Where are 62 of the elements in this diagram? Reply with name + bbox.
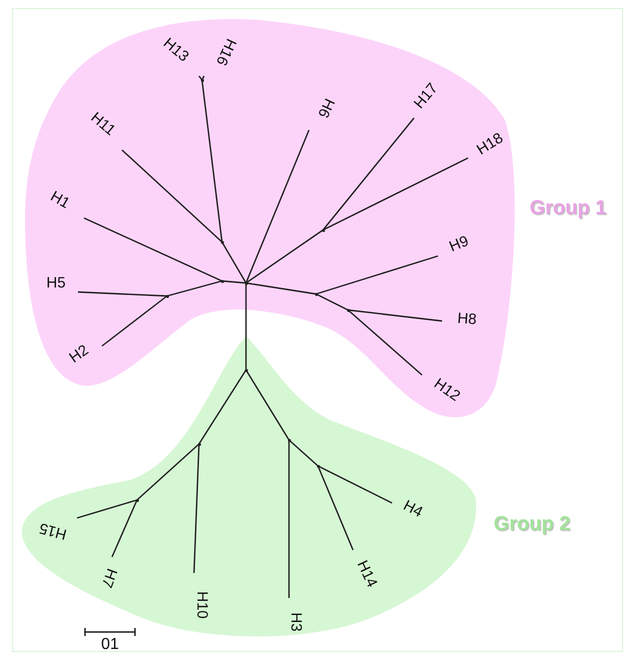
tree-branch [246,282,316,295]
leaf-label: H7 [98,566,120,590]
tree-branch [78,291,168,297]
tree-branch [316,293,348,311]
tree-branch [201,76,205,80]
leaf-label: H1 [48,188,72,212]
tree-branch [245,283,247,370]
tree-branch [316,255,438,295]
group-label: Group 1 [530,198,606,218]
tree-branch [198,370,247,444]
branch-point [200,78,204,82]
tree-branch [136,443,200,501]
leaf-label: H12 [431,376,463,404]
branch-point [166,294,168,298]
tree-branch [201,80,223,242]
branch-point [136,498,138,502]
tree-branch [245,370,290,440]
tree-branch [193,444,200,574]
leaf-label: H5 [46,276,66,290]
tree-branch [102,295,168,347]
leaf-label: H8 [456,310,478,328]
leaf-label: H18 [474,130,506,158]
leaf-label: H3 [288,612,304,632]
tree-branch [288,439,318,467]
tree-branch [76,499,138,519]
leaf-label: H9 [447,233,471,255]
leaf-label: H16 [213,36,239,68]
tree-branch [348,309,442,322]
leaf-label: H6 [315,96,337,120]
tree-branch [198,76,203,80]
branch-point [288,438,290,442]
leaf-label: H14 [354,558,380,590]
tree-branch [222,280,246,284]
branch-point [322,228,324,232]
tree-branch [111,500,138,558]
leaf-label: H10 [194,591,210,619]
leaf-label: H2 [66,342,92,366]
leaf-label: H15 [38,520,68,542]
branch-point [314,292,318,296]
branch-point [316,464,320,468]
tree-branch [348,309,422,376]
tree-branch [122,149,222,243]
leaf-label: H11 [88,110,118,138]
tree-branch [317,466,354,550]
branch-point [244,368,248,372]
tree-branch [245,130,310,284]
leaf-label: H4 [401,498,425,520]
tree-branch [84,217,222,282]
tree-branch [288,440,290,598]
branch-point [220,280,224,282]
tree-branch [322,157,468,231]
branch-point [220,240,224,244]
group-label: Group 2 [494,514,570,534]
tree-branch [221,242,247,284]
tree-branch [318,465,392,504]
scale-label: 01 [101,637,119,653]
branch-point [198,442,200,446]
leaf-label: H13 [160,35,192,65]
tree-branch [322,118,415,230]
tree-branch [246,229,324,284]
tree-branch [166,280,222,297]
branch-point [346,308,350,312]
